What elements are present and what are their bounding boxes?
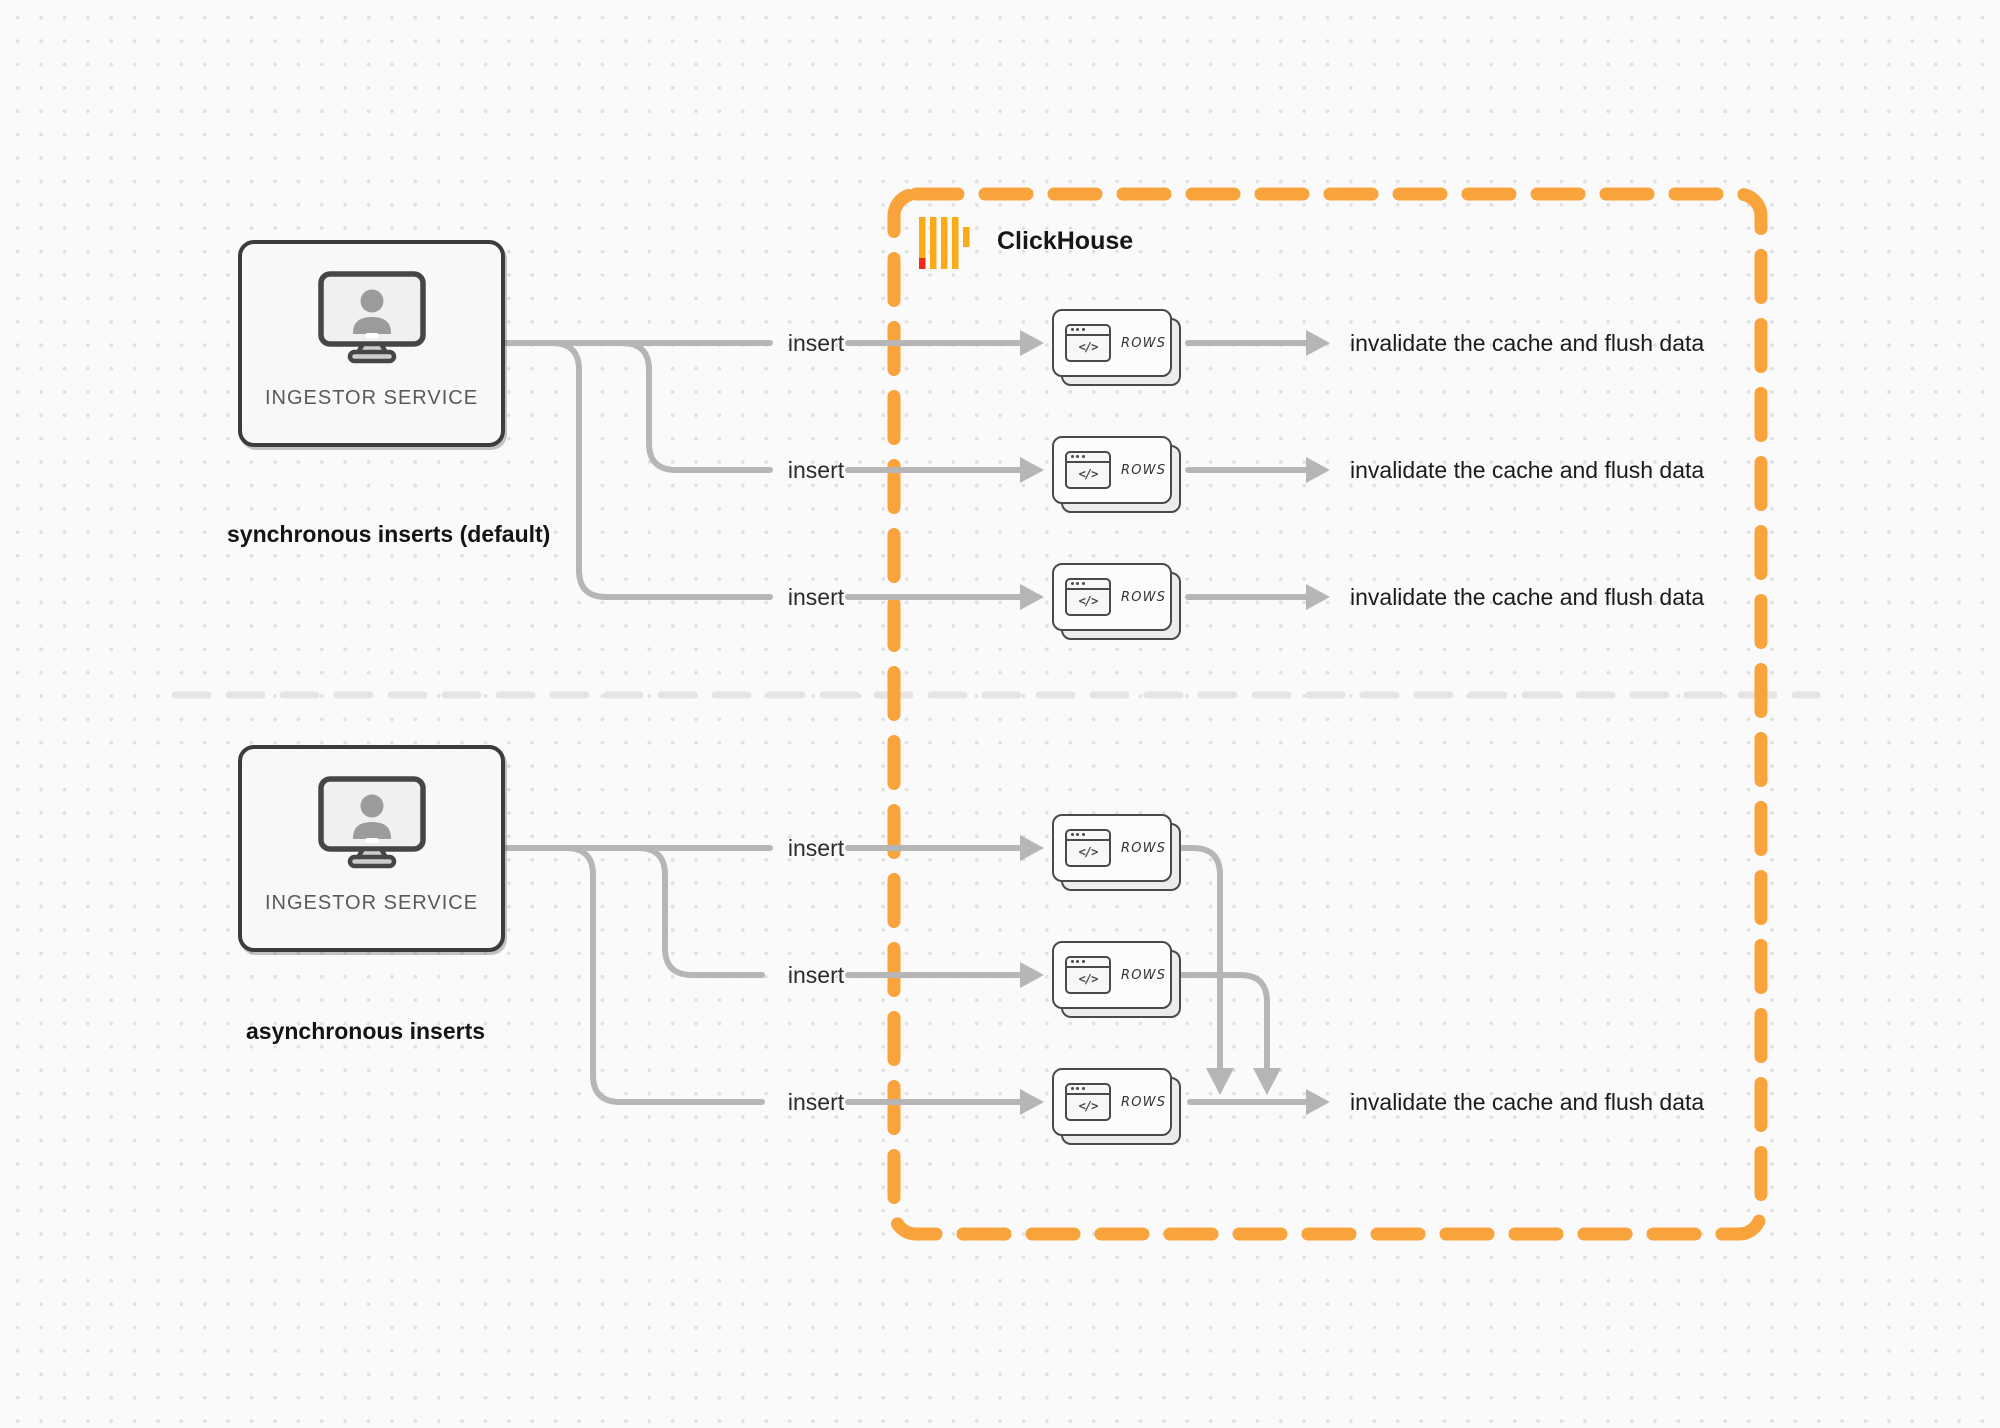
arrowheads bbox=[1020, 330, 1330, 1115]
arrowhead-down bbox=[1206, 1068, 1234, 1095]
arrowhead-right bbox=[1306, 457, 1330, 483]
sync-branch-row3 bbox=[549, 340, 773, 600]
arrowhead-right bbox=[1020, 330, 1044, 356]
sync-branch-row2 bbox=[619, 340, 773, 473]
rows-card: </> ROWS bbox=[1052, 1068, 1181, 1145]
code-window-icon: </> bbox=[1065, 829, 1111, 867]
insert-label: insert bbox=[787, 962, 845, 988]
async-merge-line-2 bbox=[1175, 972, 1270, 1071]
arrowhead-right bbox=[1020, 962, 1044, 988]
code-window-icon: </> bbox=[1065, 451, 1111, 489]
insert-label: insert bbox=[787, 1089, 845, 1115]
rows-card-front: </> ROWS bbox=[1052, 814, 1172, 882]
rows-card: </> ROWS bbox=[1052, 563, 1181, 640]
arrowhead-right bbox=[1306, 330, 1330, 356]
rows-card-front: </> ROWS bbox=[1052, 563, 1172, 631]
code-window-icon: </> bbox=[1065, 1083, 1111, 1121]
clickhouse-logo-icon bbox=[919, 217, 970, 269]
arrowhead-right bbox=[1020, 457, 1044, 483]
result-label: invalidate the cache and flush data bbox=[1350, 457, 1705, 483]
result-label: invalidate the cache and flush data bbox=[1350, 330, 1705, 356]
rows-card-label: ROWS bbox=[1121, 840, 1167, 856]
arrowhead-down bbox=[1253, 1068, 1281, 1095]
rows-card: </> ROWS bbox=[1052, 941, 1181, 1018]
async-ingestor-box: INGESTOR SERVICE bbox=[238, 745, 505, 952]
computer-user-icon bbox=[318, 271, 426, 364]
clickhouse-boundary bbox=[887, 187, 1768, 1241]
arrowhead-right bbox=[1020, 835, 1044, 861]
arrowhead-right bbox=[1020, 1089, 1044, 1115]
sync-ingestor-box: INGESTOR SERVICE bbox=[238, 240, 505, 447]
async-ingestor-label: INGESTOR SERVICE bbox=[264, 892, 479, 914]
rows-card-front: </> ROWS bbox=[1052, 309, 1172, 377]
computer-user-icon bbox=[318, 776, 426, 869]
arrowhead-right bbox=[1306, 584, 1330, 610]
insert-label: insert bbox=[787, 835, 845, 861]
rows-card-label: ROWS bbox=[1121, 967, 1167, 983]
rows-card-label: ROWS bbox=[1121, 589, 1167, 605]
insert-label: insert bbox=[787, 457, 845, 483]
clickhouse-label: ClickHouse bbox=[997, 227, 1134, 255]
rows-card: </> ROWS bbox=[1052, 814, 1181, 891]
rows-card-label: ROWS bbox=[1121, 335, 1167, 351]
code-window-icon: </> bbox=[1065, 324, 1111, 362]
async-merge-line-1 bbox=[1175, 845, 1223, 1071]
result-label: invalidate the cache and flush data bbox=[1350, 1089, 1705, 1115]
arrowhead-right bbox=[1306, 1089, 1330, 1115]
rows-card-front: </> ROWS bbox=[1052, 941, 1172, 1009]
rows-card: </> ROWS bbox=[1052, 436, 1181, 513]
sync-section-caption: synchronous inserts (default) bbox=[227, 521, 551, 547]
rows-card-label: ROWS bbox=[1121, 462, 1167, 478]
result-label: invalidate the cache and flush data bbox=[1350, 584, 1705, 610]
rows-card: </> ROWS bbox=[1052, 309, 1181, 386]
rows-card-front: </> ROWS bbox=[1052, 436, 1172, 504]
rows-card-label: ROWS bbox=[1121, 1094, 1167, 1110]
connector-lines bbox=[502, 340, 1309, 1105]
code-window-icon: </> bbox=[1065, 956, 1111, 994]
async-branch-row2 bbox=[635, 845, 765, 978]
sync-ingestor-label: INGESTOR SERVICE bbox=[264, 387, 479, 409]
arrowhead-right bbox=[1020, 584, 1044, 610]
code-window-icon: </> bbox=[1065, 578, 1111, 616]
async-section-caption: asynchronous inserts bbox=[246, 1018, 486, 1044]
insert-label: insert bbox=[787, 330, 845, 356]
insert-label: insert bbox=[787, 584, 845, 610]
async-branch-row3 bbox=[563, 845, 765, 1105]
rows-card-front: </> ROWS bbox=[1052, 1068, 1172, 1136]
